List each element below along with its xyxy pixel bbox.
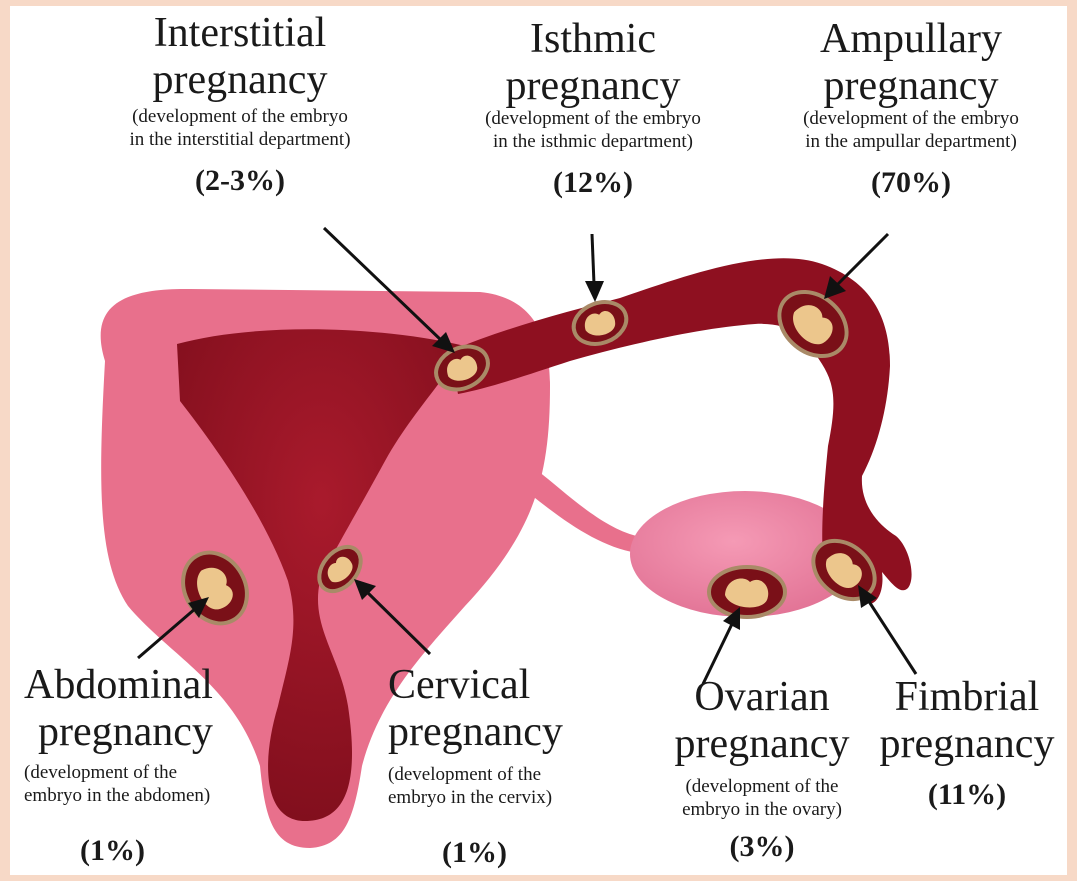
ovarian-percent: (3%) — [662, 830, 862, 864]
ampullary-subtitle: pregnancy — [780, 63, 1042, 110]
fimbrial-percent: (11%) — [872, 778, 1062, 812]
abdominal-desc-line2: embryo in the abdomen) — [24, 785, 264, 808]
arrow-isthmic — [585, 234, 604, 302]
abdominal-title: Abdominal — [24, 662, 264, 709]
label-fimbrial: Fimbrial pregnancy (11%) — [872, 674, 1062, 812]
label-cervical: Cervical pregnancy (development of the e… — [388, 662, 608, 869]
cervical-subtitle: pregnancy — [388, 709, 608, 756]
ampullary-desc-line1: (development of the embryo — [780, 108, 1042, 131]
fimbrial-title: Fimbrial — [872, 674, 1062, 721]
ovarian-title: Ovarian — [662, 674, 862, 721]
label-ampullary: Ampullary pregnancy (development of the … — [780, 16, 1042, 199]
isthmic-desc-line1: (development of the embryo — [468, 108, 718, 131]
diagram-canvas: Interstitial pregnancy (development of t… — [10, 6, 1067, 875]
cervical-desc-line1: (development of the — [388, 764, 608, 787]
ampullary-percent: (70%) — [780, 166, 1042, 200]
interstitial-desc-line1: (development of the embryo — [100, 106, 380, 129]
ampullary-desc-line2: in the ampullar department) — [780, 131, 1042, 154]
label-isthmic: Isthmic pregnancy (development of the em… — [468, 16, 718, 199]
ovarian-desc-line2: embryo in the ovary) — [662, 799, 862, 822]
ampullary-title: Ampullary — [780, 16, 1042, 63]
fimbrial-subtitle: pregnancy — [872, 721, 1062, 768]
isthmic-percent: (12%) — [468, 166, 718, 200]
ovarian-desc-line1: (development of the — [662, 776, 862, 799]
abdominal-subtitle: pregnancy — [24, 709, 264, 756]
cervical-percent: (1%) — [388, 836, 608, 870]
arrow-ovarian — [703, 607, 740, 684]
embryo-ovarian — [709, 567, 785, 617]
ovarian-subtitle: pregnancy — [662, 721, 862, 768]
arrow-fimbrial — [858, 585, 916, 674]
label-abdominal: Abdominal pregnancy (development of the … — [24, 662, 264, 867]
abdominal-percent: (1%) — [24, 834, 264, 868]
isthmic-title: Isthmic — [468, 16, 718, 63]
isthmic-subtitle: pregnancy — [468, 63, 718, 110]
interstitial-title: Interstitial — [100, 10, 380, 57]
cervical-desc-line2: embryo in the cervix) — [388, 787, 608, 810]
interstitial-percent: (2-3%) — [100, 164, 380, 198]
label-interstitial: Interstitial pregnancy (development of t… — [100, 10, 380, 197]
interstitial-subtitle: pregnancy — [100, 57, 380, 104]
label-ovarian: Ovarian pregnancy (development of the em… — [662, 674, 862, 863]
cervical-title: Cervical — [388, 662, 608, 709]
isthmic-desc-line2: in the isthmic department) — [468, 131, 718, 154]
interstitial-desc-line2: in the interstitial department) — [100, 129, 380, 152]
abdominal-desc-line1: (development of the — [24, 762, 264, 785]
